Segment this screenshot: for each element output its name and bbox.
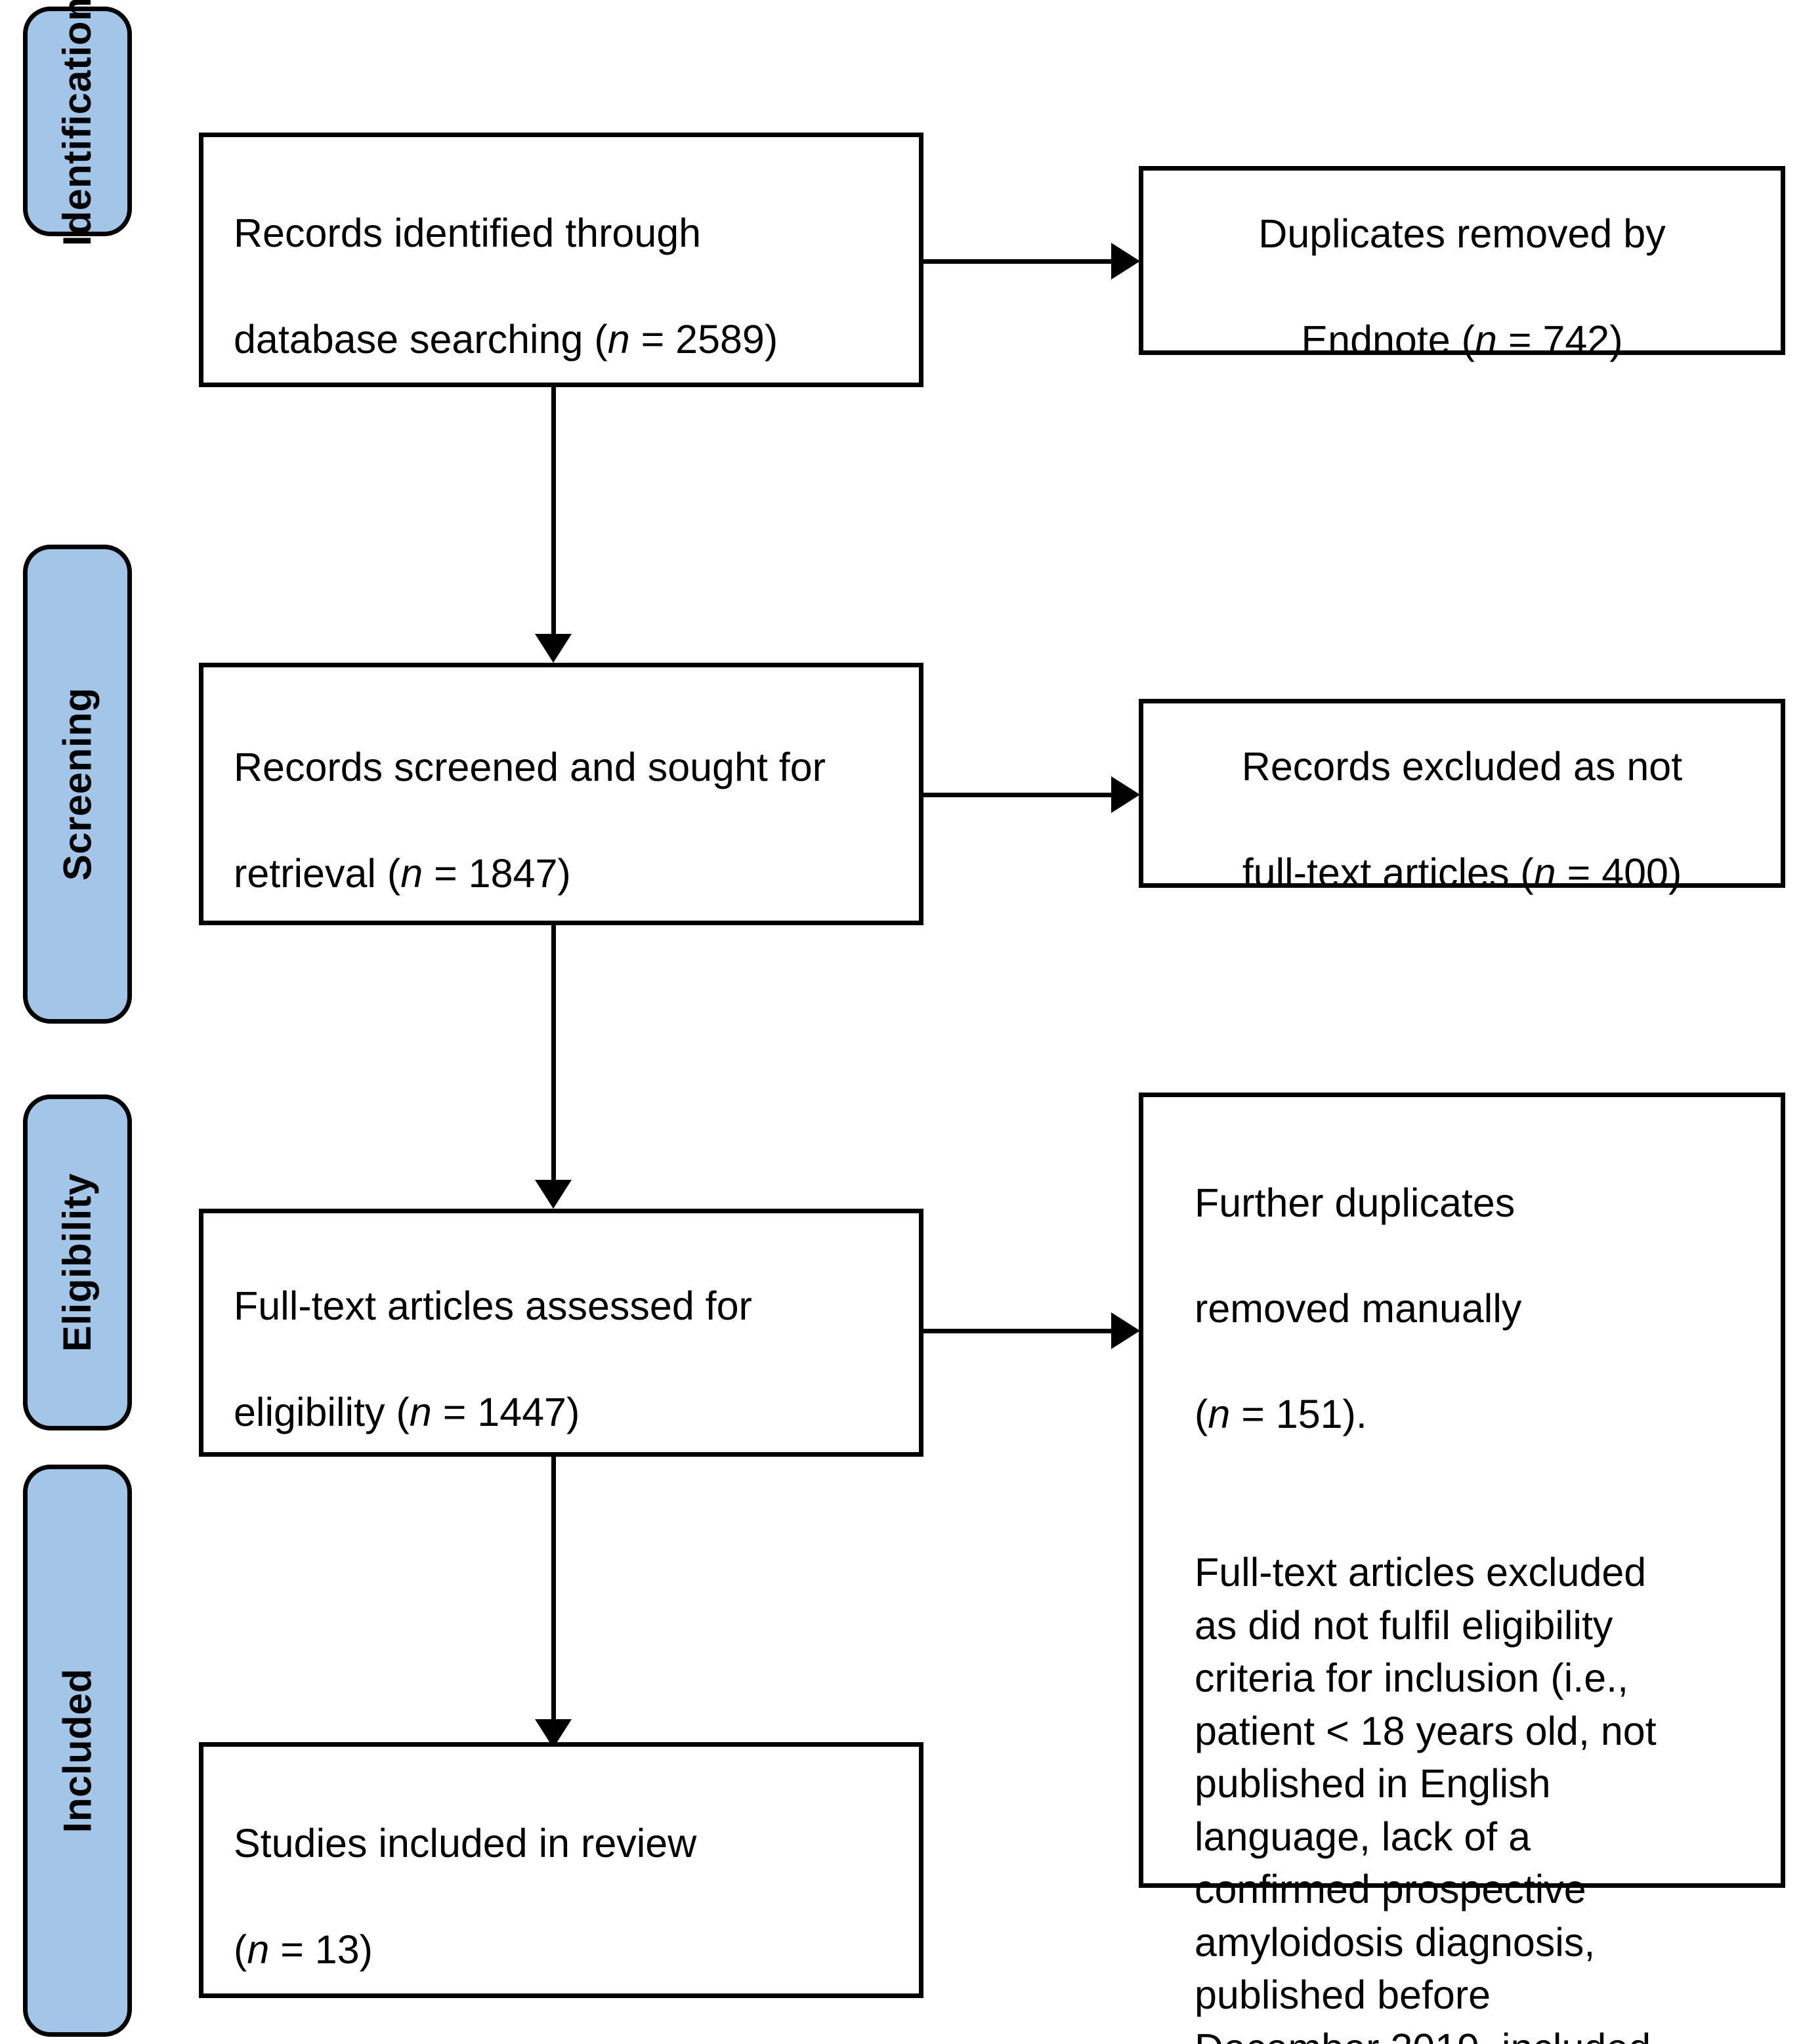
n-symbol: n <box>409 1389 432 1434</box>
arrowhead-fulltext-to-excluded <box>1111 1312 1140 1349</box>
box-studies-included-text: Studies included in review (n = 13) <box>203 1764 716 1976</box>
records-screened-line2-pre: retrieval ( <box>234 850 401 896</box>
box-fulltext-excluded-text: Further duplicates removed manually (n =… <box>1143 1097 1679 2044</box>
box-fulltext-assessed: Full-text articles assessed for eligibil… <box>199 1209 923 1457</box>
stage-pill-screening: Screening <box>23 545 132 1024</box>
arrowhead-identified-to-screened <box>535 634 572 663</box>
records-screened-line2-post: = 1847) <box>423 850 571 896</box>
connector-identified-to-duplicates <box>923 259 1114 264</box>
fulltext-excluded-para1-line2: removed manually <box>1195 1285 1522 1331</box>
connector-identified-to-screened <box>551 387 556 638</box>
stage-label-eligibility: Eligibility <box>55 1173 100 1352</box>
duplicates-removed-line1: Duplicates removed by <box>1258 211 1666 257</box>
connector-fulltext-to-excluded <box>923 1329 1114 1333</box>
stage-pill-eligibility: Eligibility <box>23 1095 132 1430</box>
fulltext-excluded-para1-line1: Further duplicates <box>1195 1180 1515 1225</box>
box-studies-included: Studies included in review (n = 13) <box>199 1742 923 1998</box>
box-records-excluded: Records excluded as not full-text articl… <box>1139 699 1785 895</box>
arrowhead-screened-to-fulltext <box>535 1180 572 1209</box>
fulltext-assessed-line2-post: = 1447) <box>431 1389 580 1434</box>
records-identified-line1: Records identified through <box>234 211 702 256</box>
records-identified-line2-pre: database searching ( <box>234 316 608 362</box>
fulltext-assessed-line1: Full-text articles assessed for <box>234 1283 752 1329</box>
arrowhead-screened-to-excluded <box>1111 776 1140 813</box>
n-symbol: n <box>1474 317 1497 362</box>
fulltext-assessed-line2-pre: eligibility ( <box>234 1389 410 1434</box>
fulltext-excluded-para2: Full-text articles excluded as did not f… <box>1195 1550 1657 2044</box>
records-excluded-line2-pre: full-text articles ( <box>1242 850 1534 895</box>
studies-included-line2-post: = 13) <box>269 1927 373 1972</box>
connector-screened-to-excluded <box>923 793 1114 797</box>
connector-screened-to-fulltext <box>551 925 556 1184</box>
stage-label-included: Included <box>55 1668 99 1833</box>
box-fulltext-excluded: Further duplicates removed manually (n =… <box>1139 1093 1785 2044</box>
box-records-screened-text: Records screened and sought for retrieva… <box>203 688 845 900</box>
box-duplicates-removed: Duplicates removed by Endnote (n = 742) <box>1139 166 1785 362</box>
studies-included-line1: Studies included in review <box>234 1821 697 1866</box>
box-fulltext-assessed-text: Full-text articles assessed for eligibil… <box>203 1227 772 1438</box>
stage-pill-identification: Identification <box>23 0 132 246</box>
records-excluded-line1: Records excluded as not <box>1241 744 1683 789</box>
arrowhead-identified-to-duplicates <box>1111 243 1140 280</box>
studies-included-line2-pre: ( <box>234 1927 247 1972</box>
stage-pill-included: Included <box>23 1465 132 2037</box>
n-symbol: n <box>607 316 630 362</box>
fulltext-excluded-para1-n-pre: ( <box>1195 1391 1208 1436</box>
box-records-identified-text: Records identified through database sear… <box>203 154 797 365</box>
records-excluded-line2-post: = 400) <box>1556 850 1682 895</box>
records-screened-line1: Records screened and sought for <box>234 745 826 790</box>
n-symbol: n <box>247 1927 270 1972</box>
n-symbol: n <box>400 850 423 896</box>
box-duplicates-removed-text: Duplicates removed by Endnote (n = 742) <box>1232 155 1691 366</box>
fulltext-excluded-para1-n-post: = 151). <box>1230 1391 1367 1436</box>
records-identified-line2-post: = 2589) <box>629 316 778 362</box>
n-symbol: n <box>1208 1391 1231 1436</box>
connector-fulltext-to-included <box>551 1457 556 1736</box>
stage-label-screening: Screening <box>55 687 100 881</box>
box-records-excluded-text: Records excluded as not full-text articl… <box>1216 688 1708 899</box>
box-records-identified: Records identified through database sear… <box>199 133 923 387</box>
n-symbol: n <box>1533 850 1556 895</box>
duplicates-removed-line2-pre: Endnote ( <box>1301 317 1475 362</box>
stage-label-identification: Identification <box>55 0 99 247</box>
duplicates-removed-line2-post: = 742) <box>1496 317 1623 362</box>
box-records-screened: Records screened and sought for retrieva… <box>199 663 923 925</box>
